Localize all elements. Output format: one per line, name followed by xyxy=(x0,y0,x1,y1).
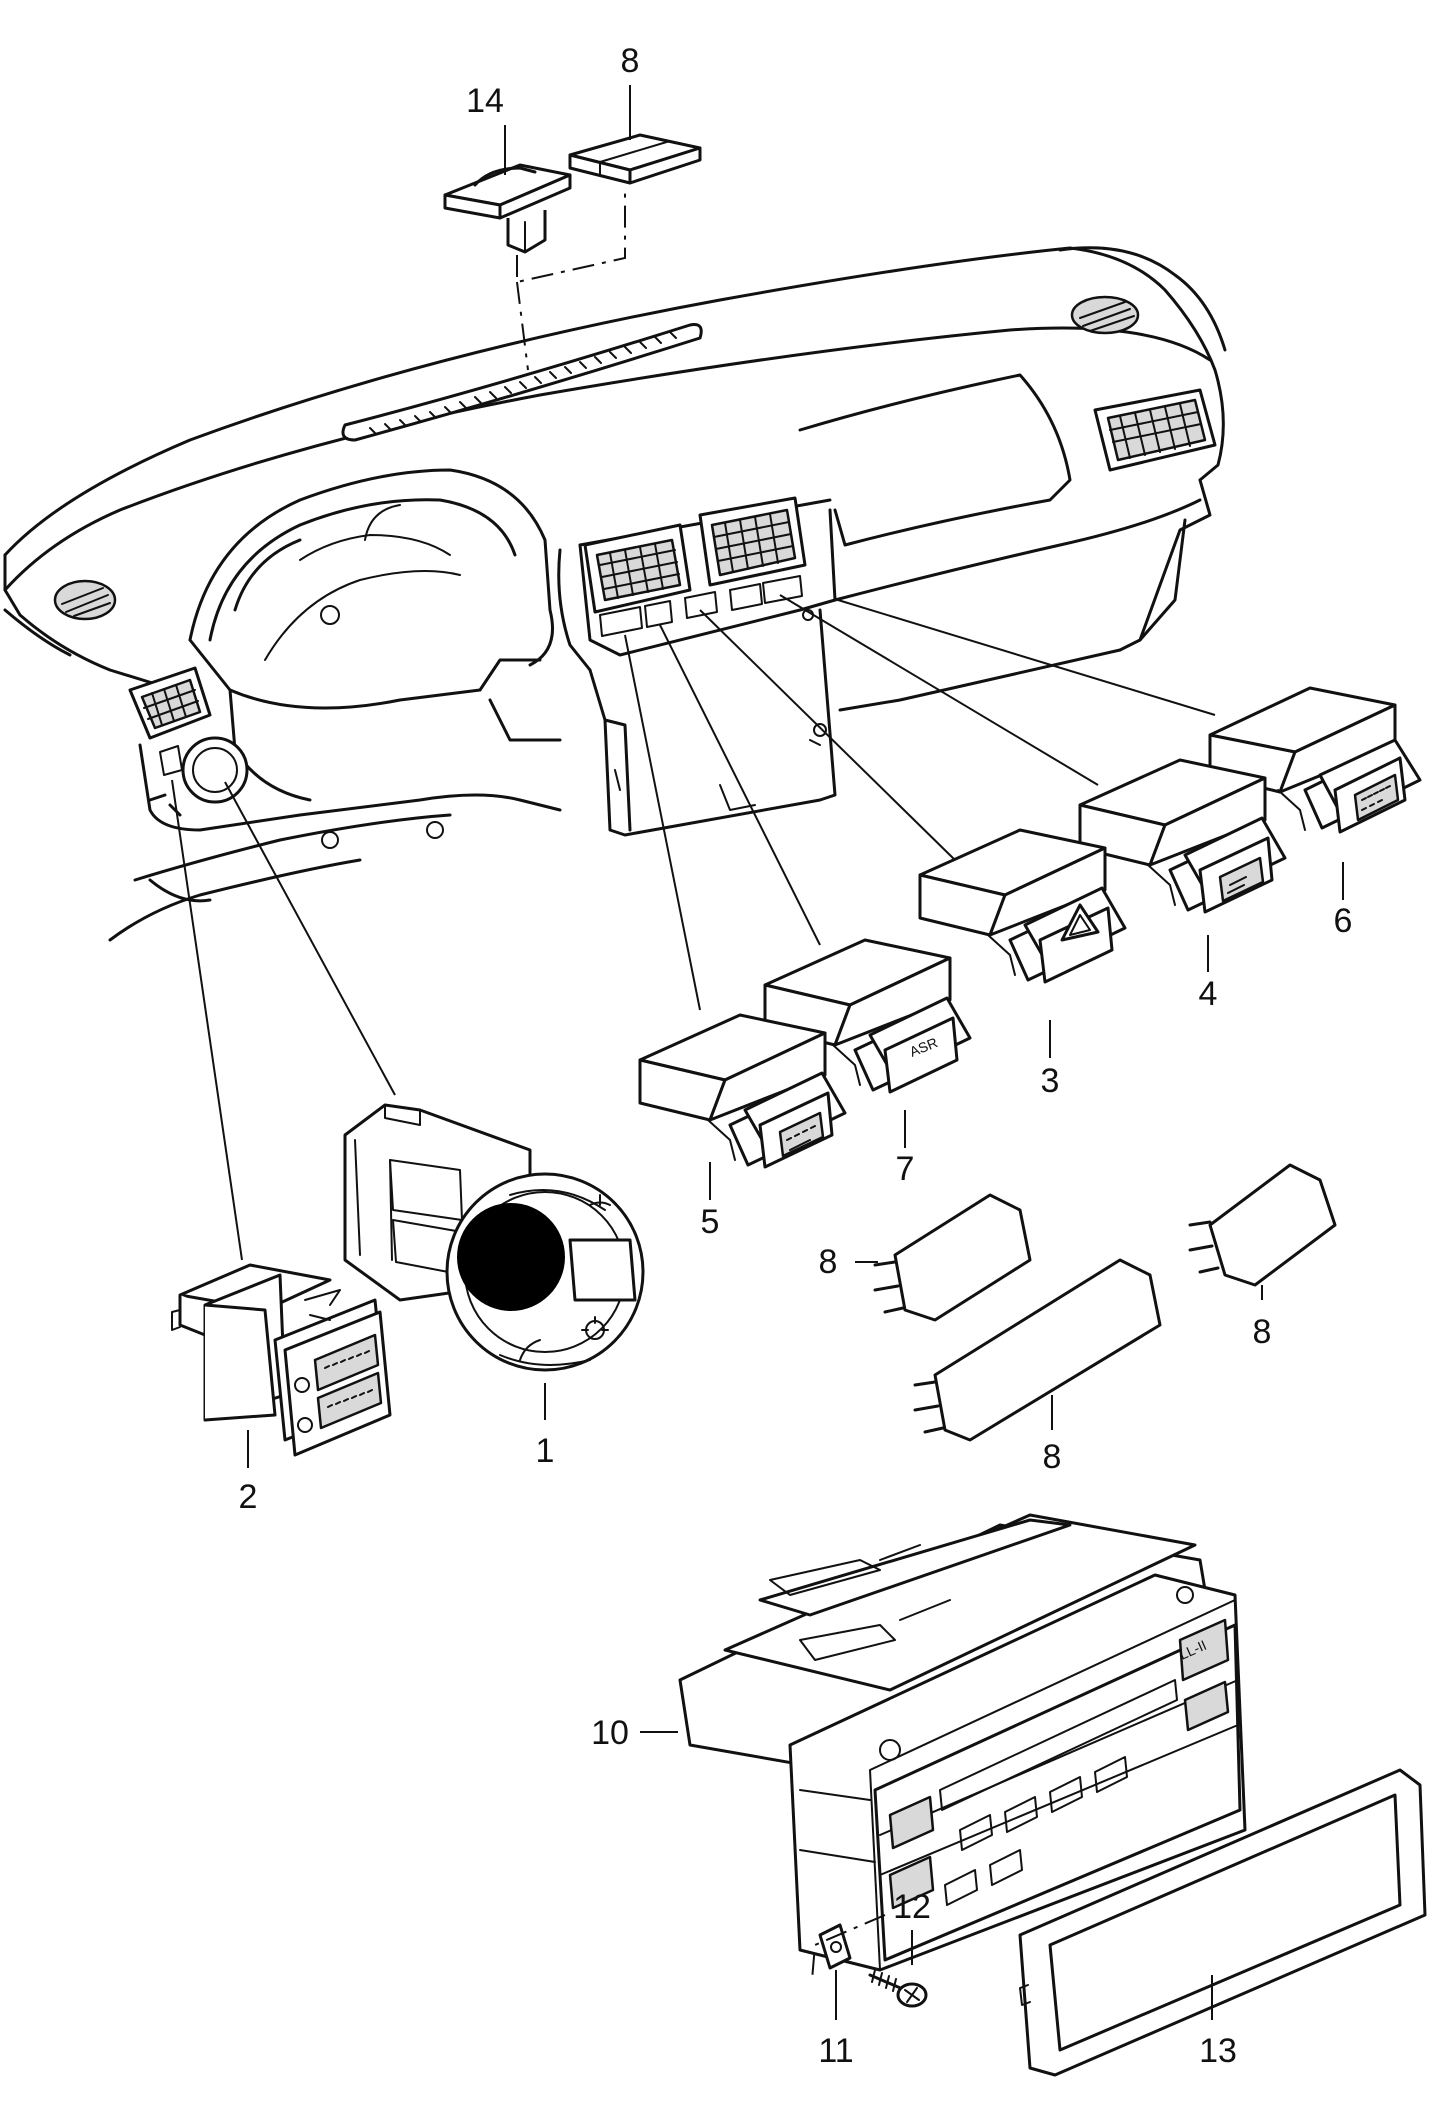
leader-5 xyxy=(624,634,701,1011)
part-14-cover xyxy=(443,163,572,254)
part-8-blank-left xyxy=(873,1193,1032,1322)
left-vent xyxy=(128,666,212,740)
callout-8-long: 8 xyxy=(1043,1438,1062,1476)
part-1-light-switch xyxy=(343,1103,645,1372)
callout-1: 1 xyxy=(536,1432,555,1470)
right-vent xyxy=(1093,388,1217,472)
callout-3: 3 xyxy=(1041,1062,1060,1100)
leader-2 xyxy=(171,779,243,1261)
part-13-trim-frame xyxy=(1018,1768,1427,2077)
part-2-switch xyxy=(171,1263,392,1457)
leader-4 xyxy=(779,594,1099,786)
part-5-switch xyxy=(638,1013,847,1169)
part-4-switch xyxy=(1078,758,1287,914)
callout-8-left: 8 xyxy=(819,1243,838,1281)
leader-6 xyxy=(837,599,1216,716)
dash-leader-to-panel xyxy=(516,281,529,371)
callout-13: 13 xyxy=(1199,2032,1237,2070)
dash-leader-11 xyxy=(811,1914,886,1981)
part-8-blank-long xyxy=(913,1258,1162,1442)
part-12-screw xyxy=(868,1969,928,2008)
part-11-clip xyxy=(818,1923,852,1970)
part-8-blank-top xyxy=(568,133,702,185)
part-7-switch: ASR xyxy=(763,938,972,1094)
callout-2: 2 xyxy=(239,1478,258,1516)
callout-7: 7 xyxy=(896,1150,915,1188)
callout-14: 14 xyxy=(466,82,504,120)
leader-3 xyxy=(699,609,956,861)
dash-leader-14-8 xyxy=(516,190,626,284)
dashboard xyxy=(3,246,1227,942)
part-8-blank-right xyxy=(1188,1163,1337,1287)
redaction-dot xyxy=(457,1203,565,1311)
part-10-climate-unit: LL-II xyxy=(678,1513,1247,1972)
part-3-switch xyxy=(918,828,1127,984)
callout-10: 10 xyxy=(591,1714,629,1752)
callout-4: 4 xyxy=(1199,975,1218,1013)
callout-5: 5 xyxy=(701,1203,720,1241)
callout-12: 12 xyxy=(893,1888,931,1926)
center-vent-left xyxy=(583,523,692,614)
callout-8-right: 8 xyxy=(1253,1313,1272,1351)
leader-1 xyxy=(224,781,396,1096)
leader-7 xyxy=(659,624,821,946)
center-vent-right xyxy=(698,496,807,587)
callout-11: 11 xyxy=(818,2032,853,2070)
callout-6: 6 xyxy=(1334,902,1353,940)
callout-8-top: 8 xyxy=(621,42,640,80)
